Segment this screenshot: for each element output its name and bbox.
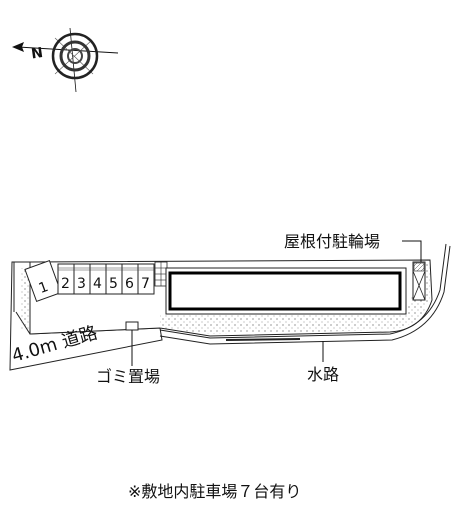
- garbage-label: ゴミ置場: [96, 367, 160, 386]
- parking-space-1: [24, 259, 62, 303]
- planting-area: [160, 262, 430, 334]
- bicycle-parking: [412, 261, 426, 301]
- compass-rose-icon: [12, 27, 119, 93]
- parking-space-number: 2: [61, 276, 70, 292]
- parking-space-number: 3: [77, 276, 86, 292]
- compass-north-label: N: [30, 45, 44, 62]
- waterway: [159, 243, 451, 345]
- building: [165, 267, 407, 315]
- parking-space-number: 5: [109, 276, 118, 292]
- bicycle-parking-label: 屋根付駐輪場: [284, 232, 380, 251]
- parking-spaces: [57, 263, 155, 295]
- garbage-area: [125, 321, 139, 331]
- utility-block: [154, 261, 168, 287]
- footnote: ※敷地内駐車場７台有り: [128, 482, 301, 501]
- parking-space-number: 7: [141, 276, 150, 292]
- waterway-label: 水路: [307, 365, 339, 384]
- parking-space-number: 4: [93, 276, 102, 292]
- parking-space-number: 6: [125, 276, 134, 292]
